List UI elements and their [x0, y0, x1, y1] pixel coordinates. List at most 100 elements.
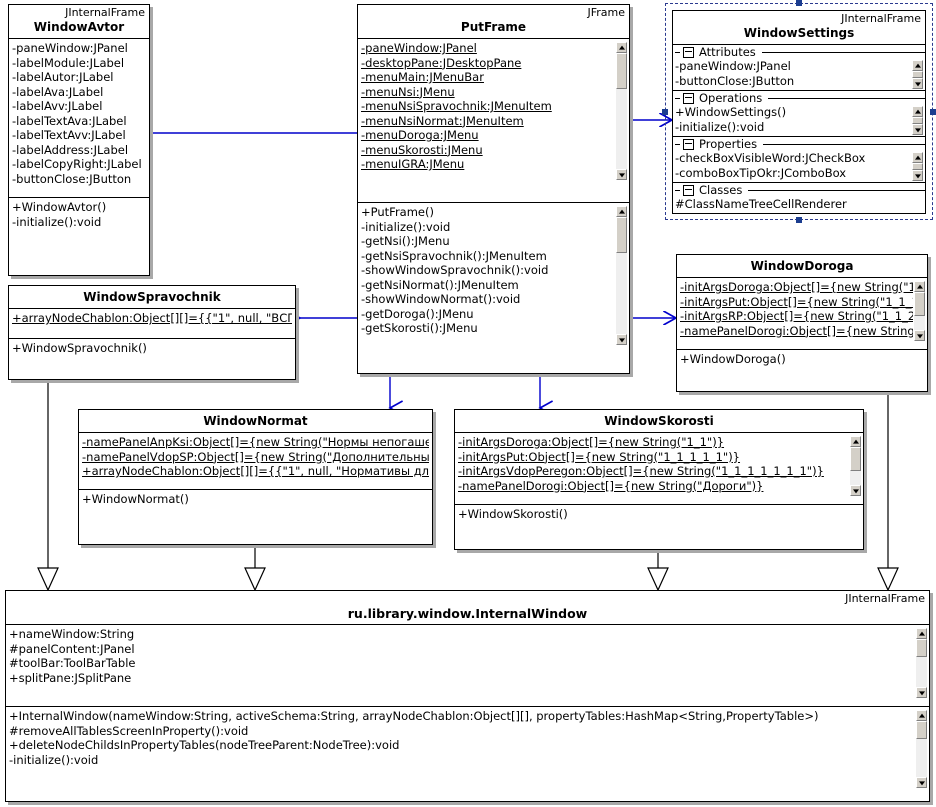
- group-header-properties[interactable]: Properties: [673, 137, 925, 151]
- scroll-thumb[interactable]: [850, 447, 861, 471]
- class-box-windowsettings[interactable]: JInternalFrame WindowSettings Attributes…: [672, 10, 926, 214]
- class-name: WindowSpravochnik: [83, 290, 221, 304]
- scroll-down-button[interactable]: [912, 124, 923, 135]
- scroll-track[interactable]: [912, 71, 923, 78]
- class-box-windownormat[interactable]: WindowNormat -namePanelAnpKsi:Object[]={…: [78, 409, 433, 545]
- operation-row: #removeAllTablesScreenInProperty():void: [9, 723, 249, 738]
- operations-scrollbar[interactable]: [915, 709, 928, 789]
- scroll-track[interactable]: [916, 639, 927, 687]
- resize-handle-top[interactable]: [796, 0, 802, 6]
- stereotype-label: JInternalFrame: [841, 12, 921, 25]
- resize-handle-right[interactable]: [930, 108, 936, 115]
- group-label: Classes: [699, 183, 743, 197]
- scroll-track[interactable]: [912, 163, 923, 170]
- scroll-thumb[interactable]: [916, 639, 927, 657]
- attributes-scrollbar[interactable]: [615, 41, 628, 181]
- operation-row: +PutFrame(): [361, 205, 434, 219]
- scroll-up-button[interactable]: [914, 281, 925, 292]
- scroll-down-button[interactable]: [912, 170, 923, 181]
- scroll-down-button[interactable]: [914, 330, 925, 341]
- class-box-internalwindow[interactable]: JInternalFrame ru.library.window.Interna…: [5, 590, 930, 802]
- operations-compartment: +PutFrame() -initialize():void -getNsi()…: [358, 202, 629, 355]
- operation-row: -initialize():void: [9, 752, 99, 767]
- attribute-row: -namePanelVdopSP:Object[]={new String("Д…: [82, 449, 429, 464]
- scroll-thumb[interactable]: [912, 163, 923, 170]
- attributes-scrollbar[interactable]: [849, 435, 862, 497]
- scroll-thumb[interactable]: [912, 117, 923, 124]
- collapse-minus-icon[interactable]: [683, 184, 694, 196]
- operation-row: -initialize():void: [675, 119, 765, 134]
- scroll-down-button[interactable]: [850, 485, 861, 496]
- class-box-putframe[interactable]: JFrame PutFrame -paneWindow:JPanel -desk…: [357, 4, 630, 374]
- attributes-scrollbar[interactable]: [913, 280, 926, 342]
- attribute-row: -labelAvv:JLabel: [12, 99, 103, 113]
- class-box-windowskorosti[interactable]: WindowSkorosti -initArgsDoroga:Object[]=…: [454, 409, 864, 550]
- collapse-minus-icon[interactable]: [683, 138, 694, 150]
- scroll-track[interactable]: [616, 53, 627, 169]
- group-scrollbar[interactable]: [911, 59, 924, 90]
- scroll-up-button[interactable]: [916, 710, 927, 721]
- scroll-up-button[interactable]: [616, 42, 627, 53]
- class-box-windowdoroga[interactable]: WindowDoroga -initArgsDoroga:Object[]={n…: [676, 254, 928, 392]
- resize-handle-left[interactable]: [662, 108, 668, 115]
- attribute-row: #toolBar:ToolBarTable: [9, 656, 136, 670]
- scroll-thumb[interactable]: [616, 53, 627, 89]
- operation-row: +WindowSkorosti(): [458, 507, 568, 521]
- scroll-up-button[interactable]: [916, 628, 927, 639]
- scroll-track[interactable]: [916, 721, 927, 777]
- scroll-track[interactable]: [912, 117, 923, 124]
- scroll-thumb[interactable]: [916, 721, 927, 739]
- attribute-row: -paneWindow:JPanel: [675, 59, 791, 73]
- inner-class-row: #ClassNameTreeCellRenderer: [675, 197, 847, 211]
- operations-scrollbar[interactable]: [615, 205, 628, 346]
- group-properties: Properties -checkBoxVisibleWord:JCheckBo…: [673, 136, 925, 182]
- group-rule: [761, 51, 925, 53]
- group-label: Attributes: [699, 45, 756, 59]
- scroll-track[interactable]: [850, 447, 861, 485]
- scroll-thumb[interactable]: [914, 292, 925, 316]
- group-scrollbar[interactable]: [911, 151, 924, 182]
- collapse-minus-icon[interactable]: [683, 46, 694, 58]
- attribute-row: -initArgsPut:Object[]={new String("1_1_1: [680, 294, 919, 309]
- scroll-up-button[interactable]: [850, 436, 861, 447]
- scroll-up-button[interactable]: [912, 152, 923, 163]
- class-name: WindowAvtor: [33, 20, 125, 34]
- operation-row: +WindowAvtor(): [12, 200, 107, 214]
- stereotype-label: JInternalFrame: [65, 6, 145, 19]
- class-name: ru.library.window.InternalWindow: [347, 606, 588, 621]
- operation-row: -getNsiNormat():JMenuItem: [361, 277, 519, 292]
- group-dash: [675, 189, 680, 191]
- group-header-operations[interactable]: Operations: [673, 91, 925, 105]
- group-header-attributes[interactable]: Attributes: [673, 45, 925, 59]
- scroll-down-button[interactable]: [912, 78, 923, 89]
- attribute-row: -labelTextAva:JLabel: [12, 113, 127, 128]
- class-box-windowavtor[interactable]: JInternalFrame WindowAvtor -paneWindow:J…: [8, 4, 150, 276]
- group-header-classes[interactable]: Classes: [673, 183, 925, 197]
- group-scrollbar[interactable]: [911, 105, 924, 136]
- scroll-down-button[interactable]: [616, 169, 627, 180]
- scroll-thumb[interactable]: [616, 217, 627, 253]
- scroll-down-button[interactable]: [916, 777, 927, 788]
- property-row: -checkBoxVisibleWord:JCheckBox: [675, 151, 866, 165]
- collapse-minus-icon[interactable]: [683, 92, 694, 104]
- attribute-row: -initArgsRP:Object[]={new String("1_1_2_: [680, 309, 921, 323]
- attribute-row: -menuDoroga:JMenu: [361, 128, 479, 142]
- scroll-track[interactable]: [616, 217, 627, 334]
- scroll-thumb[interactable]: [912, 71, 923, 78]
- generalization-windownormat: [244, 545, 266, 592]
- scroll-up-button[interactable]: [912, 106, 923, 117]
- class-box-windowspravochnik[interactable]: WindowSpravochnik +arrayNodeChablon:Obje…: [8, 285, 296, 380]
- scroll-down-button[interactable]: [616, 334, 627, 345]
- group-dash: [675, 143, 680, 145]
- class-header: WindowSkorosti: [455, 410, 863, 432]
- operations-compartment: +InternalWindow(nameWindow:String, activ…: [6, 706, 929, 797]
- scroll-up-button[interactable]: [912, 60, 923, 71]
- attribute-row: -namePanelAnpKsi:Object[]={new String("Н…: [82, 435, 429, 449]
- class-name: PutFrame: [460, 20, 527, 34]
- resize-handle-bottom[interactable]: [796, 217, 802, 223]
- scroll-track[interactable]: [914, 292, 925, 330]
- property-row: -comboBoxTipOkr:JComboBox: [675, 165, 847, 180]
- scroll-down-button[interactable]: [916, 687, 927, 698]
- scroll-up-button[interactable]: [616, 206, 627, 217]
- attributes-scrollbar[interactable]: [915, 627, 928, 699]
